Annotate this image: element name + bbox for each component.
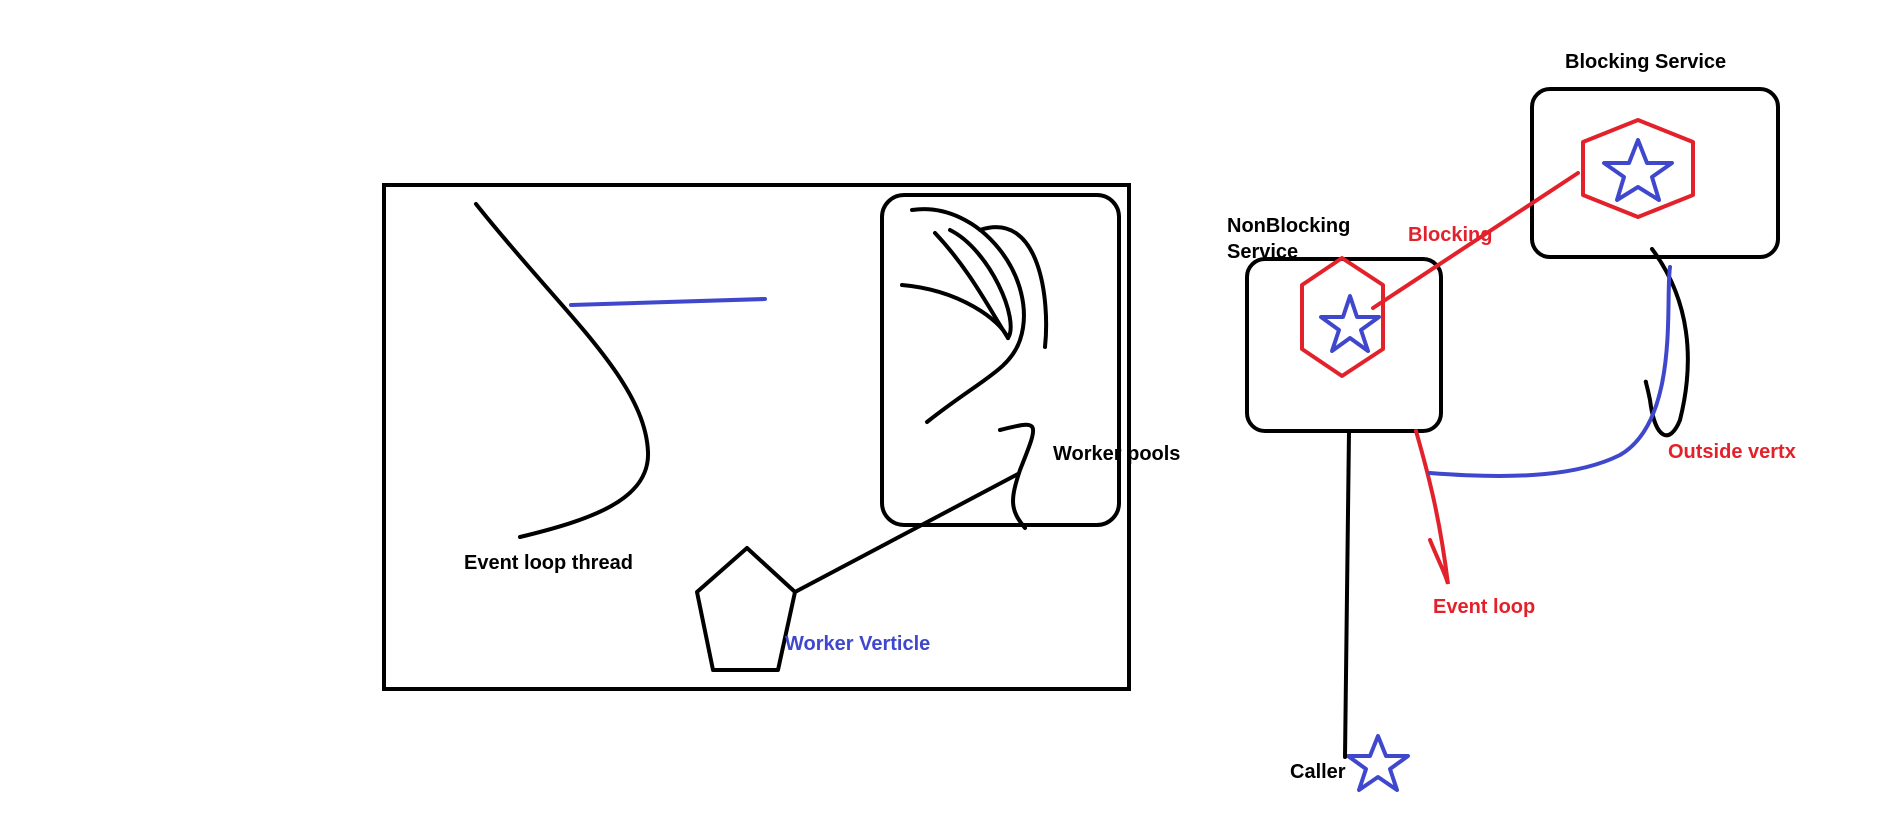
caller-label: Caller xyxy=(1290,761,1346,783)
nonblocking-service-star-icon xyxy=(1319,294,1381,353)
worker-verticle-pentagon xyxy=(695,546,797,672)
caller-star-icon xyxy=(1346,734,1410,792)
blocking-service-label: Blocking Service xyxy=(1565,51,1726,73)
outside-vertx-loop xyxy=(1643,247,1690,438)
blocking-label: Blocking xyxy=(1408,224,1492,246)
worker-pool-scribbles xyxy=(900,207,1049,530)
blocking-call-line xyxy=(1371,171,1580,310)
worker-verticle-label: Worker Verticle xyxy=(785,633,930,655)
blocking-service-box xyxy=(1530,87,1780,259)
event-loop-curve xyxy=(1414,429,1450,585)
event-loop-connector-line xyxy=(569,297,767,307)
nonblocking-service-hexagon xyxy=(1300,256,1385,378)
event-loop-thread-curve xyxy=(474,202,651,539)
worker-pools-label: Worker pools xyxy=(1053,443,1180,465)
nonblocking-service-box xyxy=(1245,257,1443,433)
blocking-service-star-icon xyxy=(1602,138,1674,202)
event-loop-label: Event loop xyxy=(1433,596,1535,618)
outside-vertx-label: Outside vertx xyxy=(1668,441,1796,463)
nonblocking-service-label-line1: NonBlocking xyxy=(1227,215,1350,237)
nonblocking-service-label-line2: Service xyxy=(1227,241,1298,263)
worker-verticle-connector-line xyxy=(793,472,1020,594)
blocking-service-hexagon xyxy=(1581,118,1695,219)
vertx-instance-box xyxy=(382,183,1131,691)
caller-line xyxy=(1343,429,1351,759)
event-loop-thread-label: Event loop thread xyxy=(464,552,633,574)
outside-vertx-curve xyxy=(1428,265,1672,478)
worker-pools-box xyxy=(880,193,1121,527)
